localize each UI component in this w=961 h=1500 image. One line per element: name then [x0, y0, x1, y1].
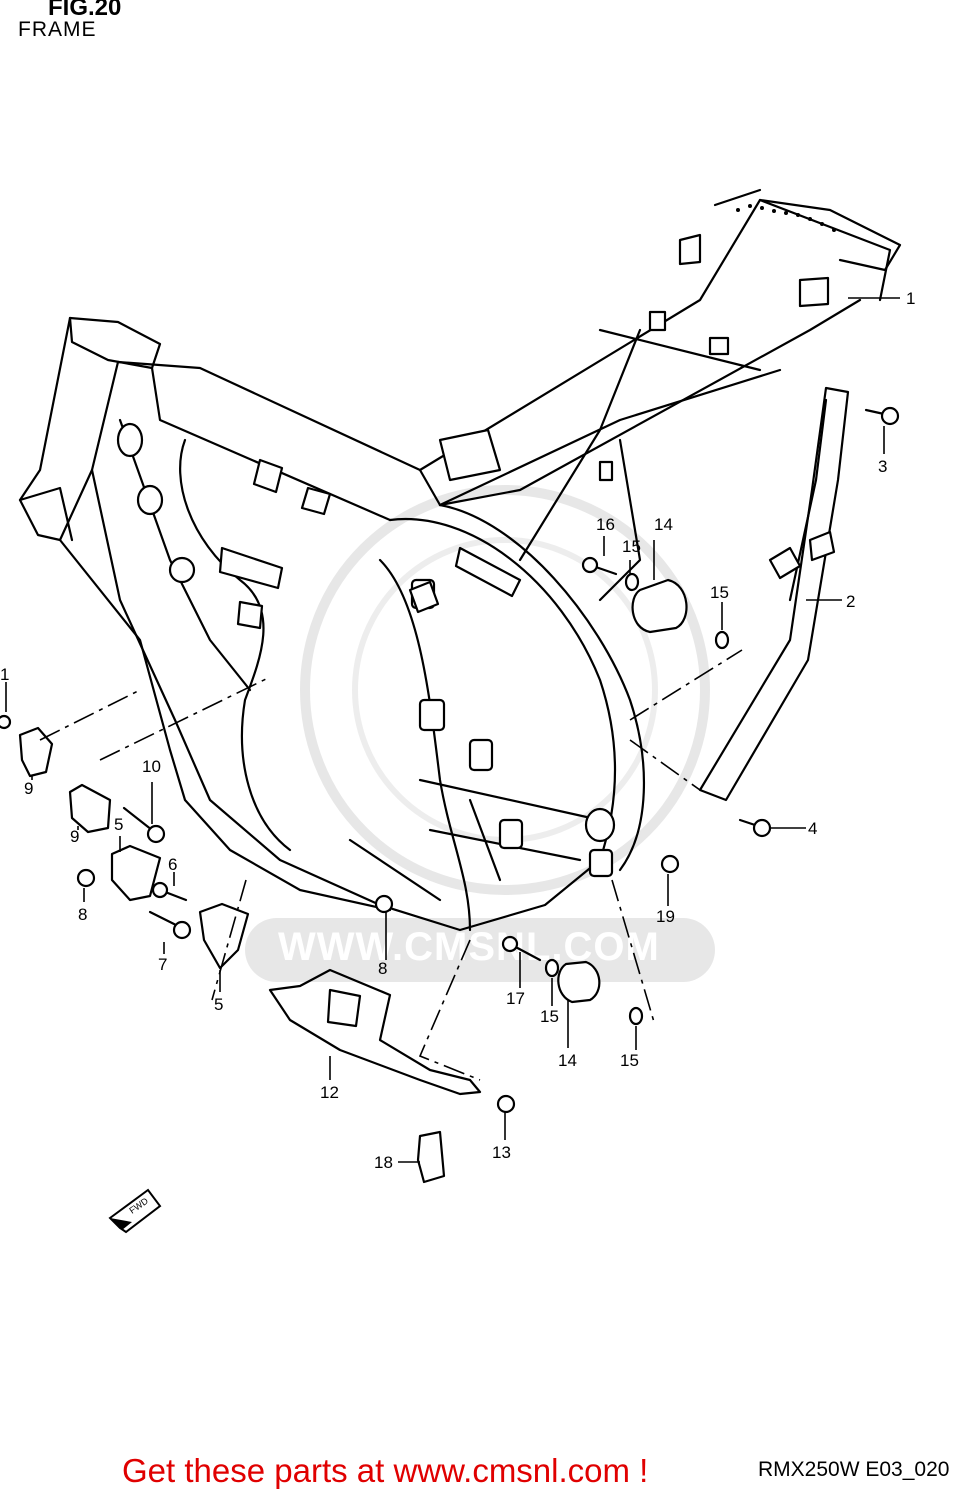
callout-15: 15 [710, 583, 729, 602]
skid-plate-bracket [268, 968, 482, 1096]
callout-14: 14 [558, 1051, 577, 1070]
callout-9: 9 [70, 827, 79, 846]
seat-rail-holes [736, 204, 836, 232]
footer-link[interactable]: Get these parts at www.cmsnl.com ! [122, 1452, 649, 1489]
leader-lines [5, 297, 900, 1163]
callout-8: 8 [78, 905, 87, 924]
callout-18: 18 [374, 1153, 393, 1172]
reference-code: RMX250W E03_020 [758, 1458, 950, 1481]
callout-8: 8 [378, 959, 387, 978]
callout-numbers: 1 1 2 3 4 5 5 6 7 8 8 9 9 10 12 13 14 14… [0, 289, 915, 1172]
callout-15: 15 [540, 1007, 559, 1026]
figure-title: FIG.20 [48, 0, 122, 21]
watermark-text: WWW.CMSNL.COM [278, 925, 660, 969]
rear-frame-stay [698, 386, 850, 802]
engine-mount-plates [18, 726, 250, 970]
bolts-and-nuts [0, 406, 900, 1184]
callout-14: 14 [654, 515, 673, 534]
callout-10: 10 [142, 757, 161, 776]
callout-6: 6 [168, 855, 177, 874]
assembly-lines [39, 649, 743, 1081]
callout-4: 4 [808, 819, 817, 838]
callout-5: 5 [114, 815, 123, 834]
callout-17: 17 [506, 989, 525, 1008]
callout-9: 9 [24, 779, 33, 798]
callout-1: 1 [906, 289, 915, 308]
main-frame [18, 188, 902, 932]
callout-5: 5 [214, 995, 223, 1014]
callout-16: 16 [596, 515, 615, 534]
callout-19: 19 [656, 907, 675, 926]
callout-7: 7 [158, 955, 167, 974]
figure-subtitle: FRAME [18, 18, 97, 41]
callout-15: 15 [622, 537, 641, 556]
callout-2: 2 [846, 592, 855, 611]
callout-12: 12 [320, 1083, 339, 1102]
callout-3: 3 [878, 457, 887, 476]
callout-1: 1 [0, 665, 9, 684]
watermark-banner [245, 918, 715, 982]
fwd-arrow-icon: FWD [108, 1188, 162, 1234]
callout-15: 15 [620, 1051, 639, 1070]
callout-13: 13 [492, 1143, 511, 1162]
